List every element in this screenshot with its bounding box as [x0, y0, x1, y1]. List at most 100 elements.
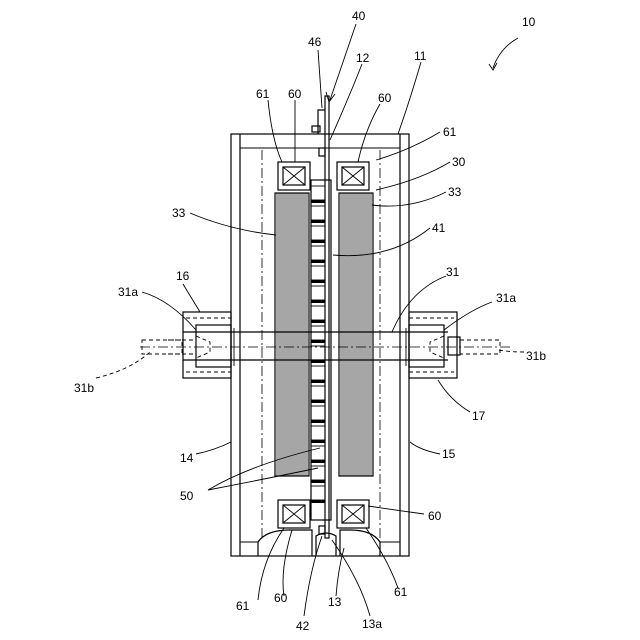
- housing: [231, 134, 409, 556]
- label-16: 16: [176, 269, 190, 283]
- magnet-separator: [311, 440, 325, 443]
- leader-50-b: [208, 468, 318, 490]
- leader-61-bl: [258, 528, 284, 600]
- magnet-separator: [311, 360, 325, 363]
- label-30: 30: [452, 155, 466, 169]
- holder-left-inner: [196, 325, 231, 367]
- holder-right-body: [409, 312, 457, 378]
- magnet-separator: [311, 200, 325, 203]
- bearing-bottom-right-cross: [342, 505, 364, 523]
- leader-61-tl: [268, 100, 282, 162]
- magnet-separator: [311, 220, 325, 223]
- label-11: 11: [414, 49, 427, 63]
- magnet-separator: [311, 240, 325, 243]
- leader-42: [304, 536, 322, 616]
- magnet-segment: [311, 426, 325, 440]
- magnet-segment: [311, 386, 325, 400]
- leader-31b-l: [96, 352, 150, 378]
- magnet-separator: [311, 480, 325, 483]
- magnet-separator: [311, 380, 325, 383]
- leader-15: [410, 442, 440, 454]
- bottom-hub-13: [258, 530, 380, 556]
- label-60-top-left: 60: [288, 87, 302, 101]
- reference-labels: 10 40 46 12 11 61 60 60 61 30 33 33 41 1…: [74, 9, 546, 633]
- magnet-separator: [311, 400, 325, 403]
- leader-31b-r: [498, 350, 524, 352]
- bearing-top-right-cross: [342, 167, 364, 185]
- magnet-separator: [311, 260, 325, 263]
- leader-31a-l: [142, 292, 196, 330]
- stator-coil-33-right: [339, 193, 373, 476]
- stator-coil-33-left: [275, 193, 309, 476]
- holder-left-body: [183, 312, 231, 378]
- leader-60-tr: [358, 104, 380, 162]
- leader-14: [196, 442, 231, 454]
- bolt-top: [319, 148, 325, 156]
- magnet-segment: [311, 286, 325, 300]
- label-10: 10: [522, 15, 536, 29]
- magnet-segment: [311, 406, 325, 420]
- arrow-40: [326, 92, 335, 102]
- magnet-segment: [311, 186, 325, 200]
- label-31b-right: 31b: [526, 349, 546, 363]
- label-42: 42: [296, 619, 310, 633]
- magnet-separator: [311, 340, 325, 343]
- magnet-segment: [311, 306, 325, 320]
- label-61-top-right: 61: [443, 125, 457, 139]
- bearing-top-left-cross: [283, 167, 305, 185]
- magnet-separator: [311, 320, 325, 323]
- label-13a: 13a: [362, 617, 382, 631]
- leader-60-br: [368, 506, 424, 514]
- leader-17: [438, 380, 470, 412]
- magnet-segment: [311, 326, 325, 340]
- hub-right-curve: [340, 530, 380, 556]
- label-60-bottom-left: 60: [274, 591, 288, 605]
- bracket-46: [318, 110, 325, 134]
- coil-right-outline: [339, 193, 373, 476]
- label-61-bottom-right: 61: [394, 585, 408, 599]
- hub-left-curve: [258, 530, 312, 556]
- leader-41: [333, 228, 430, 256]
- leader-61-tr: [376, 132, 440, 160]
- label-12: 12: [356, 51, 370, 65]
- magnet-segment: [311, 346, 325, 360]
- plate-12: [325, 96, 329, 538]
- label-17: 17: [472, 409, 486, 423]
- label-31a-left: 31a: [118, 285, 138, 299]
- label-13: 13: [328, 595, 342, 609]
- leader-60-bl: [283, 530, 292, 596]
- leader-12: [330, 64, 362, 140]
- coil-left-outline: [275, 193, 309, 476]
- label-15: 15: [442, 447, 456, 461]
- bolt-top-head: [312, 126, 320, 132]
- magnet-segment: [311, 226, 325, 240]
- leader-33-l: [190, 213, 276, 235]
- housing-outer-frame: [231, 134, 409, 556]
- label-31: 31: [446, 265, 460, 279]
- leader-46: [318, 50, 322, 108]
- leader-16: [183, 284, 200, 312]
- label-33-left: 33: [172, 206, 186, 220]
- magnet-separator: [311, 280, 325, 283]
- label-41: 41: [432, 221, 446, 235]
- shaft-holder-17: [406, 312, 500, 378]
- magnet-segment: [311, 486, 325, 500]
- label-40: 40: [352, 9, 366, 23]
- rotor-plate-12: [312, 96, 329, 538]
- label-60-bottom-right: 60: [428, 509, 442, 523]
- bearing-bottom-left-cross: [283, 505, 305, 523]
- magnets-50: [311, 186, 325, 503]
- label-14: 14: [180, 451, 194, 465]
- magnet-separator: [311, 420, 325, 423]
- magnet-segment: [311, 206, 325, 220]
- leader-31a-r: [444, 302, 492, 330]
- arrow-10: [489, 63, 497, 70]
- magnet-segment: [311, 366, 325, 380]
- label-31b-left: 31b: [74, 381, 94, 395]
- leader-61-br: [366, 528, 398, 588]
- leader-11: [398, 62, 421, 134]
- label-46: 46: [308, 35, 322, 49]
- label-33-right: 33: [448, 185, 462, 199]
- label-60-top-right: 60: [378, 91, 392, 105]
